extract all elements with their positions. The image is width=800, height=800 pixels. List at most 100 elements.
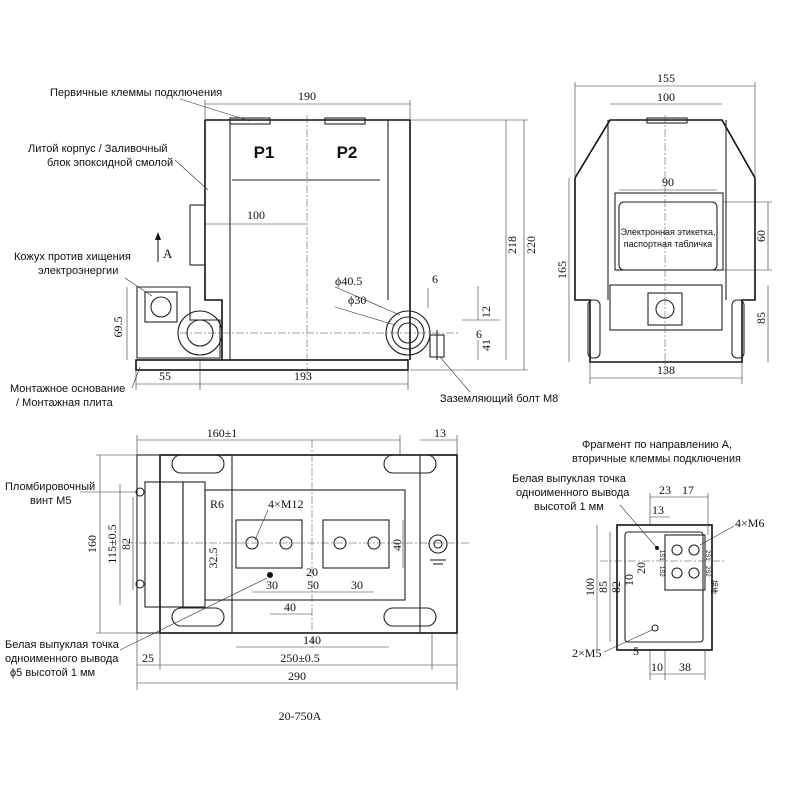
nameplate: [618, 201, 718, 271]
cover-box: [144, 291, 178, 323]
leader-white-point: [119, 577, 268, 651]
dim-115-pm-0-5: 115±0.5: [105, 524, 119, 563]
terminal-screw-4-icon: [688, 567, 700, 579]
terminal-screw-1-icon: [671, 544, 683, 556]
side-foot-left: [587, 299, 601, 359]
front-side-tab: [189, 204, 206, 266]
label-white-point-line1: Белая выпуклая точка: [5, 639, 120, 651]
dim-100-fragment: 100: [583, 578, 597, 596]
front-body-outline: [204, 119, 411, 360]
side-body-outline: [574, 119, 756, 363]
leader-mount-base: [131, 366, 141, 389]
dim-250-pm-0-5: 250±0.5: [280, 651, 320, 665]
dim-13: 13: [434, 426, 446, 440]
label-mount-base-line1: Монтажное основание: [10, 383, 125, 395]
front-body-inner: [229, 120, 389, 360]
terminal-1s2: 1S2: [658, 566, 664, 577]
label-cast-body-line1: Литой корпус / Заливочный: [28, 143, 168, 155]
dim-155: 155: [657, 71, 675, 85]
cover-screw-icon: [150, 296, 172, 318]
dim-90: 90: [662, 175, 674, 189]
dim-100: 100: [247, 208, 265, 222]
leader-phi-inner: [334, 306, 396, 326]
slot-bottom-right: [383, 607, 437, 627]
dim-30-right: 30: [351, 578, 363, 592]
dim-bottom-40: 40: [284, 600, 296, 614]
label-cast-body-line2: блок эпоксидной смолой: [47, 157, 173, 169]
dim-25: 25: [142, 651, 154, 665]
dim-phi-40-5: ϕ40.5: [335, 274, 362, 288]
dim-23: 23: [659, 483, 671, 497]
anti-theft-cover: [136, 286, 221, 359]
dim-41: 41: [479, 339, 493, 351]
dim-140: 140: [303, 633, 321, 647]
dim-5-fragment: 5: [633, 644, 639, 658]
terminal-p1-label: P1: [254, 143, 275, 162]
dim-38-fragment: 38: [679, 660, 691, 674]
dim-12: 12: [479, 306, 493, 318]
label-seal-screw-line1: Пломбировочный: [5, 481, 95, 493]
terminal-plate-p2: [322, 519, 390, 569]
side-terminal-pad: [646, 117, 688, 124]
dim-85-fragment: 85: [596, 581, 610, 593]
leader-cast-body: [174, 159, 209, 191]
leader-2xm5: [603, 629, 653, 653]
dim-82-fragment: 82: [609, 581, 623, 593]
dim-2xm5: 2×M5: [572, 646, 601, 660]
terminal-screw-2-icon: [688, 544, 700, 556]
dim-10-fragment-v: 10: [622, 574, 636, 586]
terminal-2s1: 2S1: [704, 550, 710, 561]
top-left-edge: [136, 454, 161, 634]
dim-6-top: 6: [432, 272, 438, 286]
ground-bolt-top-icon: [428, 534, 448, 554]
dim-160-pm-1: 160±1: [207, 426, 238, 440]
terminal-screw-3-icon: [671, 567, 683, 579]
leader-anti-theft: [124, 277, 153, 297]
dim-30-left: 30: [266, 578, 278, 592]
leader-white-point-right: [619, 504, 658, 549]
front-base-plate: [135, 359, 409, 371]
dim-total-160: 160: [85, 535, 99, 553]
terminal-1s1: 1S1: [658, 550, 664, 561]
top-cover: [144, 481, 184, 608]
dim-17: 17: [682, 483, 694, 497]
terminal-plate-p1: [235, 519, 303, 569]
seal-screw-bottom-icon: [135, 579, 145, 589]
leader-ground-bolt: [439, 356, 471, 393]
dim-220: 220: [524, 236, 538, 254]
dim-4xm6: 4×M6: [735, 516, 764, 530]
dim-side-100: 100: [657, 90, 675, 104]
terminal-2s2: 2S2: [704, 566, 710, 577]
label-seal-screw-line2: винт М5: [30, 495, 71, 507]
side-foot-right: [731, 299, 745, 359]
label-anti-theft-line1: Кожух против хищения: [14, 251, 131, 263]
dim-10-fragment: 10: [651, 660, 663, 674]
nameplate-line1: Электронная этикетка,: [621, 227, 716, 237]
white-point-right-marker: [655, 546, 659, 550]
dim-20-fragment: 20: [634, 562, 648, 574]
slot-bottom-left: [171, 607, 225, 627]
dim-phi-30: ϕ30: [348, 293, 366, 307]
top-callouts: Пломбировочный винт М5 Белая выпуклая то…: [5, 481, 268, 679]
terminal-pad-right: [324, 117, 366, 125]
terminal-p2-label: P2: [337, 143, 358, 162]
terminal-pad-left: [229, 117, 271, 125]
top-view: 160±1 13 R6 4×M12 160 115±0.5 82 32.5 40…: [85, 426, 470, 723]
leader-phi-outer: [334, 286, 401, 316]
front-view: 190 100 P1 P2 218 220 ϕ40.5 ϕ30 6 12 6 4…: [111, 89, 538, 390]
dim-32-5: 32.5: [206, 548, 220, 569]
leader-4xm6: [699, 525, 735, 546]
model-label: 20-750A: [279, 709, 322, 723]
secondary-terminal-block: [664, 534, 706, 591]
label-mount-base-line2: / Монтажная плита: [16, 397, 114, 409]
front-callouts: Первичные клеммы подключения Литой корпу…: [10, 87, 558, 409]
dim-193: 193: [294, 369, 312, 383]
view-a-arrowhead: [155, 232, 161, 240]
label-white-point-right-3: высотой 1 мм: [534, 501, 604, 513]
ground-mark: 接地: [710, 580, 719, 594]
view-a-label: A: [163, 246, 173, 261]
dim-50: 50: [307, 578, 319, 592]
label-ground-bolt: Заземляющий болт М8: [440, 393, 558, 405]
label-white-point-right-2: одноименного вывода: [516, 487, 630, 499]
